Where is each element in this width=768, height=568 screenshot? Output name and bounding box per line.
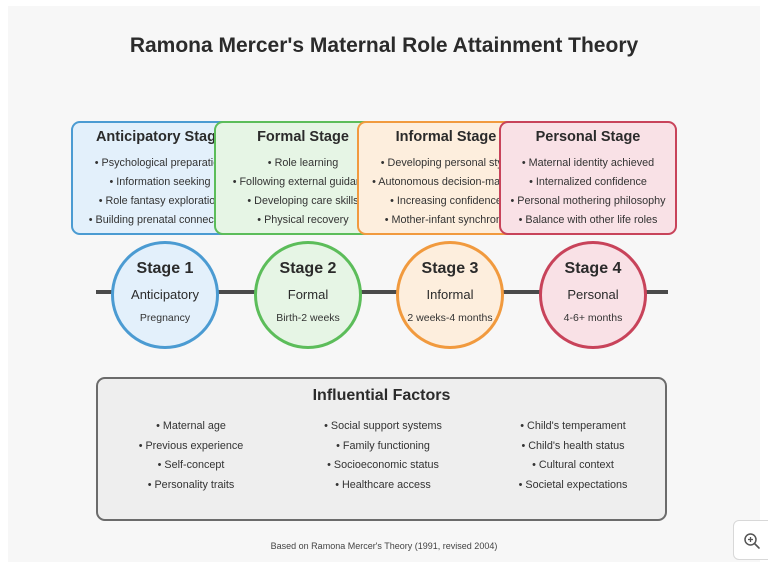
stage-circle-timeframe: 4-6+ months bbox=[563, 312, 623, 324]
stage-circle-title: Stage 3 bbox=[421, 260, 479, 277]
stage-circle-3: Stage 3 Informal 2 weeks-4 months bbox=[396, 241, 504, 349]
zoom-in-button[interactable] bbox=[733, 520, 768, 560]
stage-circle-timeframe: Pregnancy bbox=[139, 312, 191, 324]
stage-circle-name: Informal bbox=[426, 287, 474, 302]
diagram-title: Ramona Mercer's Maternal Role Attainment… bbox=[129, 34, 639, 57]
stage-circle-name: Anticipatory bbox=[131, 287, 199, 302]
stage-box-title: Personal Stage bbox=[535, 129, 641, 145]
stage-item: • Mother-infant synchrony bbox=[384, 214, 508, 226]
source-footnote: Based on Ramona Mercer's Theory (1991, r… bbox=[270, 541, 498, 551]
stage-box-title: Formal Stage bbox=[257, 129, 349, 145]
timeline-line bbox=[96, 290, 668, 294]
stage-circle-1: Stage 1 Anticipatory Pregnancy bbox=[111, 241, 219, 349]
factor-item: • Child's temperament bbox=[520, 420, 626, 432]
factor-item: • Child's health status bbox=[521, 439, 625, 452]
stage-item: • Maternal identity achieved bbox=[521, 157, 655, 169]
factor-item: • Social support systems bbox=[324, 420, 442, 432]
factor-item: • Self-concept bbox=[157, 459, 225, 471]
factors-title: Influential Factors bbox=[312, 387, 451, 404]
stage-item: • Role fantasy exploration bbox=[98, 195, 222, 207]
stage-item: • Following external guidance bbox=[232, 176, 374, 188]
factor-item: • Societal expectations bbox=[518, 478, 628, 491]
stage-item: • Increasing confidence bbox=[390, 195, 502, 207]
stage-circle-2: Stage 2 Formal Birth-2 weeks bbox=[254, 241, 362, 349]
stage-circle-4: Stage 4 Personal 4-6+ months bbox=[539, 241, 647, 349]
stage-item: • Developing personal style bbox=[380, 157, 512, 169]
stage-circle-title: Stage 1 bbox=[136, 260, 194, 277]
stage-item: • Balance with other life roles bbox=[518, 214, 658, 226]
stage-item: • Developing care skills bbox=[247, 195, 359, 207]
factor-item: • Personality traits bbox=[147, 478, 235, 491]
factor-item: • Healthcare access bbox=[335, 478, 431, 491]
stage-item: • Psychological preparation bbox=[94, 157, 226, 169]
stage-box-title: Anticipatory Stage bbox=[95, 129, 225, 145]
stage-item: • Personal mothering philosophy bbox=[510, 195, 666, 207]
stage-item: • Information seeking bbox=[109, 176, 211, 188]
stage-item: • Autonomous decision-making bbox=[372, 176, 520, 188]
factors-column-1: • Maternal age • Previous experience • S… bbox=[96, 417, 286, 495]
stage-circle-title: Stage 4 bbox=[564, 260, 622, 277]
zoom-in-icon bbox=[744, 533, 760, 549]
stage-circle-name: Personal bbox=[567, 287, 619, 302]
factors-column-3: • Child's temperament • Child's health s… bbox=[478, 417, 668, 495]
stage-circle-timeframe: 2 weeks-4 months bbox=[407, 312, 493, 324]
stage-item: • Building prenatal connection bbox=[88, 214, 232, 226]
influential-factors-panel: Influential Factors • Maternal age • Pre… bbox=[96, 377, 667, 521]
stage-circle-title: Stage 2 bbox=[279, 260, 337, 277]
stage-item: • Internalized confidence bbox=[529, 176, 647, 188]
stage-box-title: Informal Stage bbox=[395, 129, 497, 145]
factor-item: • Socioeconomic status bbox=[327, 459, 439, 471]
stage-item: • Role learning bbox=[267, 157, 339, 169]
factor-item: • Previous experience bbox=[138, 439, 244, 452]
factor-item: • Family functioning bbox=[336, 439, 430, 452]
stage-circle-timeframe: Birth-2 weeks bbox=[276, 312, 340, 324]
stage-circle-name: Formal bbox=[287, 287, 329, 302]
stage-box-personal: Personal Stage • Maternal identity achie… bbox=[499, 121, 677, 235]
factor-item: • Maternal age bbox=[156, 420, 226, 432]
factor-item: • Cultural context bbox=[532, 459, 614, 471]
factors-column-2: • Social support systems • Family functi… bbox=[288, 417, 478, 495]
stage-item: • Physical recovery bbox=[257, 214, 349, 226]
